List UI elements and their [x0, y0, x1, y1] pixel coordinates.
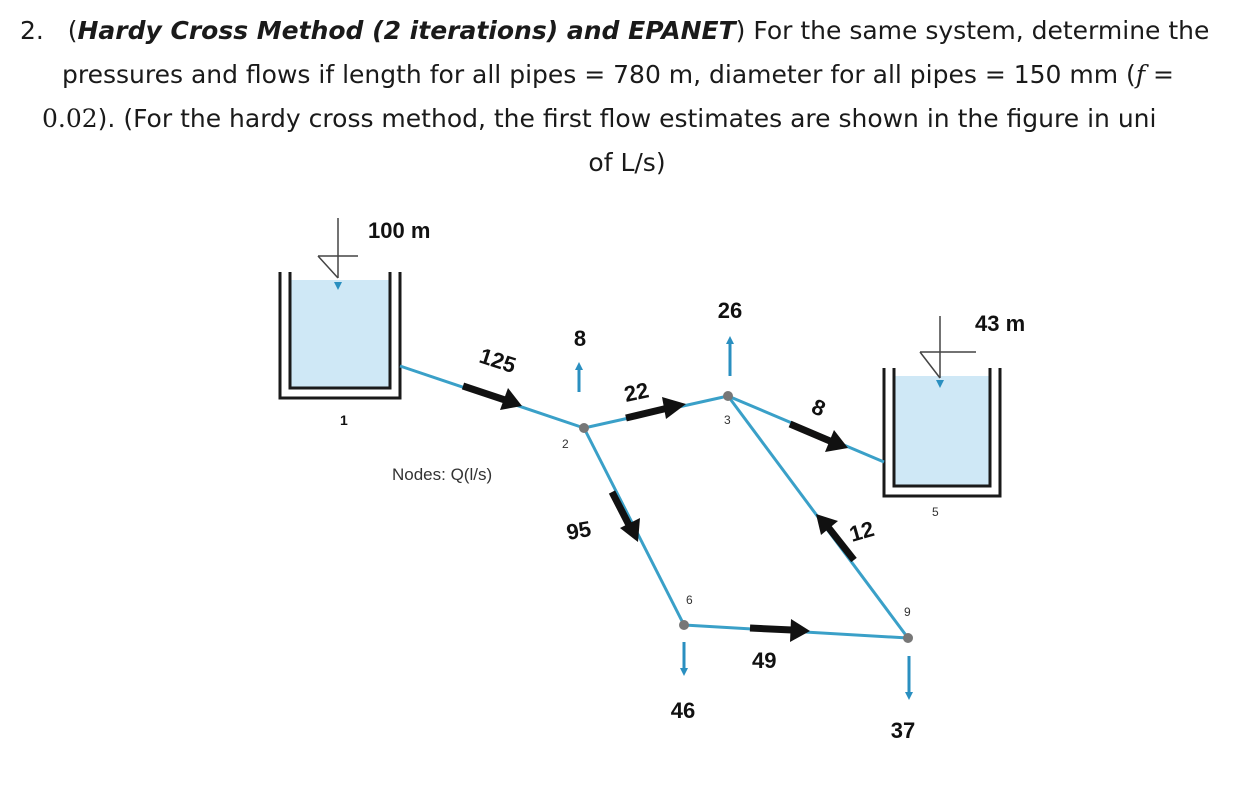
- reservoir-right-elevation: 43 m: [975, 311, 1025, 336]
- demand-node-9: 37: [891, 718, 915, 743]
- reservoir-right-water: [894, 376, 990, 486]
- flow-label-2-6: 95: [565, 516, 593, 545]
- reservoir-left-outer-wall: [278, 272, 402, 400]
- reservoir-left-inner-wall: [288, 272, 392, 390]
- node-label-6: 6: [686, 593, 693, 607]
- demand-node-6: 46: [671, 698, 695, 723]
- node-2: [579, 423, 589, 433]
- friction-value: 0.02: [42, 104, 98, 133]
- question-line-2-text: pressures and flows if length for all pi…: [62, 60, 1136, 89]
- reservoir-left: [278, 218, 402, 400]
- reservoir-left-water: [290, 280, 390, 388]
- flow-arrow-3-5: [788, 420, 848, 452]
- question-line-1: 2. (Hardy Cross Method (2 iterations) an…: [20, 16, 1210, 45]
- flow-arrow-2-6: [608, 490, 640, 542]
- equals-sign: =: [1145, 60, 1174, 89]
- water-level-tick-left: [317, 255, 339, 279]
- question-line-3: 0.02). (For the hardy cross method, the …: [42, 104, 1156, 133]
- friction-symbol: f: [1135, 60, 1146, 89]
- node-6: [679, 620, 689, 630]
- reservoir-right-outer-wall: [882, 368, 1002, 498]
- node-label-9: 9: [904, 605, 911, 619]
- flow-label-6-9: 49: [752, 648, 776, 673]
- node-3: [723, 391, 733, 401]
- question-number: 2.: [20, 16, 44, 45]
- water-level-tick-right: [919, 351, 941, 379]
- question-line-4-text: of L/s): [588, 148, 666, 177]
- flow-arrow-1-2: [461, 382, 522, 410]
- question-line-3-text: ). (For the hardy cross method, the firs…: [97, 104, 1157, 133]
- demand-node-2: 8: [574, 326, 586, 351]
- node-label-3: 3: [724, 413, 731, 427]
- flow-arrow-6-9: [749, 619, 810, 642]
- flow-label-9-3: 12: [846, 516, 876, 547]
- question-line-2: pressures and flows if length for all pi…: [62, 60, 1174, 89]
- question-text-after-title: For the same system, determine the: [745, 16, 1210, 45]
- reservoir-left-elevation: 100 m: [368, 218, 430, 243]
- demand-node-3: 26: [718, 298, 742, 323]
- flow-arrow-9-3: [816, 514, 857, 563]
- flow-label-1-2: 125: [476, 343, 519, 378]
- reservoir-right: [882, 316, 1002, 498]
- question-line-4: of L/s): [0, 148, 1254, 177]
- pipes: [399, 364, 910, 640]
- node-label-2: 2: [562, 437, 569, 451]
- flow-label-2-3: 22: [622, 377, 651, 407]
- nodes-legend: Nodes: Q(l/s): [392, 465, 492, 484]
- question-title: Hardy Cross Method (2 iterations) and EP…: [77, 16, 736, 45]
- flow-label-3-5: 8: [808, 394, 829, 422]
- node-label-5: 5: [932, 505, 939, 519]
- demand-arrows: [575, 336, 913, 700]
- flow-arrow-2-3: [625, 397, 686, 422]
- node-9: [903, 633, 913, 643]
- reservoir-right-inner-wall: [892, 368, 992, 488]
- water-surface-marker-left: [334, 282, 342, 290]
- water-surface-marker-right: [936, 380, 944, 388]
- node-label-1: 1: [340, 412, 348, 428]
- flow-arrows: [461, 382, 857, 642]
